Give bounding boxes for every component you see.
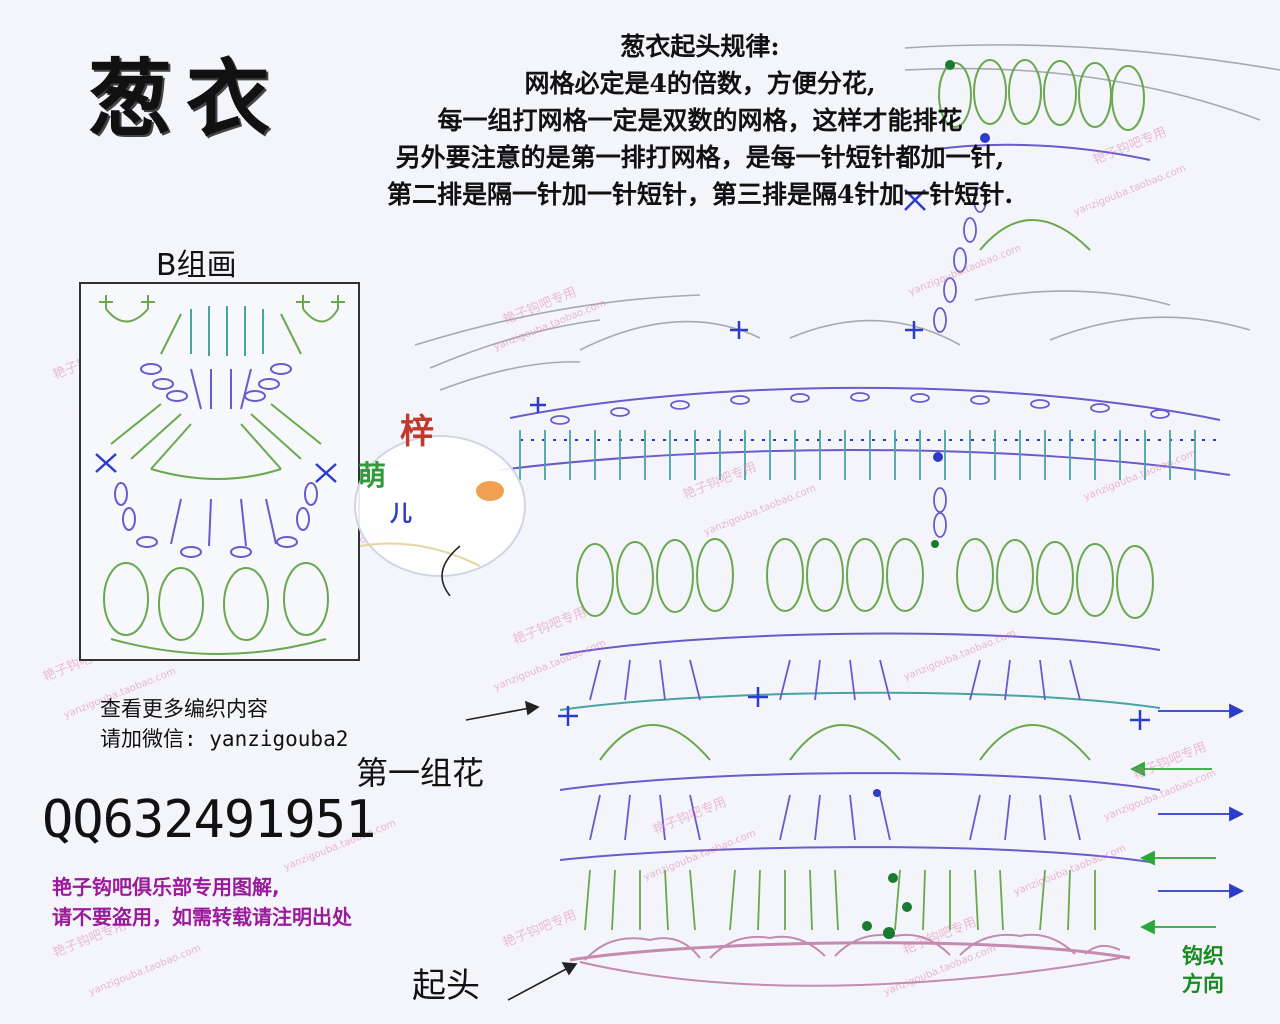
leaf-rows — [576, 59, 1154, 761]
mascot: 梓 萌 儿 — [340, 396, 540, 600]
first-group-label: 第一组花 — [356, 754, 485, 792]
club-notice: 艳子钩吧俱乐部专用图解, 请不要盗用，如需转载请注明出处 — [52, 872, 352, 932]
direction-label: 钩织 方向 — [1168, 942, 1238, 998]
mascot-char-3: 儿 — [390, 501, 413, 527]
direction-line: 方向 — [1182, 972, 1224, 996]
rules-heading: 葱衣起头规律: — [620, 32, 780, 61]
b-top-motifs — [99, 295, 345, 480]
mascot-char-2: 萌 — [358, 459, 387, 492]
direction-arrows — [1129, 703, 1245, 935]
section-b-svg — [95, 295, 345, 655]
direction-line: 钩织 — [1182, 944, 1224, 968]
club-line: 艳子钩吧俱乐部专用图解, — [52, 875, 280, 899]
wechat-line: 请加微信: yanzigouba2 — [100, 727, 349, 751]
b-bottom-leaves — [103, 562, 329, 655]
copyright-line: 请不要盗用，如需转载请注明出处 — [52, 905, 352, 929]
section-b-diagram — [79, 282, 360, 661]
b-top-stems — [190, 306, 264, 356]
section-b-label: B组画 — [156, 248, 237, 283]
accent-dots — [862, 60, 955, 939]
chain-loops — [550, 187, 1170, 538]
rules-text: 葱衣起头规律: 网格必定是4的倍数，方便分花, 每一组打网格一定是双数的网格，这… — [300, 28, 1100, 213]
pointer-arrows — [465, 700, 578, 1001]
b-mid-loops — [114, 363, 318, 558]
rules-line: 每一组打网格一定是双数的网格，这样才能排花 — [437, 106, 963, 135]
fan-row — [599, 219, 1091, 761]
rules-line: 网格必定是4的倍数，方便分花, — [524, 69, 876, 98]
accent-dots-blue — [873, 133, 990, 797]
qq-number: QQ632491951 — [42, 790, 376, 850]
start-label: 起头 — [412, 966, 480, 1006]
more-info-line: 查看更多编织内容 — [100, 697, 268, 721]
mascot-cat-icon — [354, 435, 526, 597]
more-info: 查看更多编织内容 请加微信: yanzigouba2 — [100, 694, 348, 754]
rules-line: 第二排是隔一针加一针短针，第三排是隔4针加一针短针. — [386, 180, 1014, 209]
cross-marks — [530, 189, 1150, 730]
mascot-char-1: 梓 — [400, 412, 434, 452]
rules-line: 另外要注意的是第一排打网格，是每一针短针都加一针, — [395, 143, 1005, 172]
rope-rows — [499, 143, 1231, 962]
leaf-row-top — [938, 59, 1145, 131]
foundation-row — [579, 933, 1121, 987]
leaf-row-upper — [576, 538, 1154, 619]
guide-arcs — [414, 44, 1280, 391]
page-title: 葱衣 — [88, 49, 285, 148]
stitch-stems — [519, 430, 1196, 931]
b-cross-marks — [95, 453, 337, 483]
